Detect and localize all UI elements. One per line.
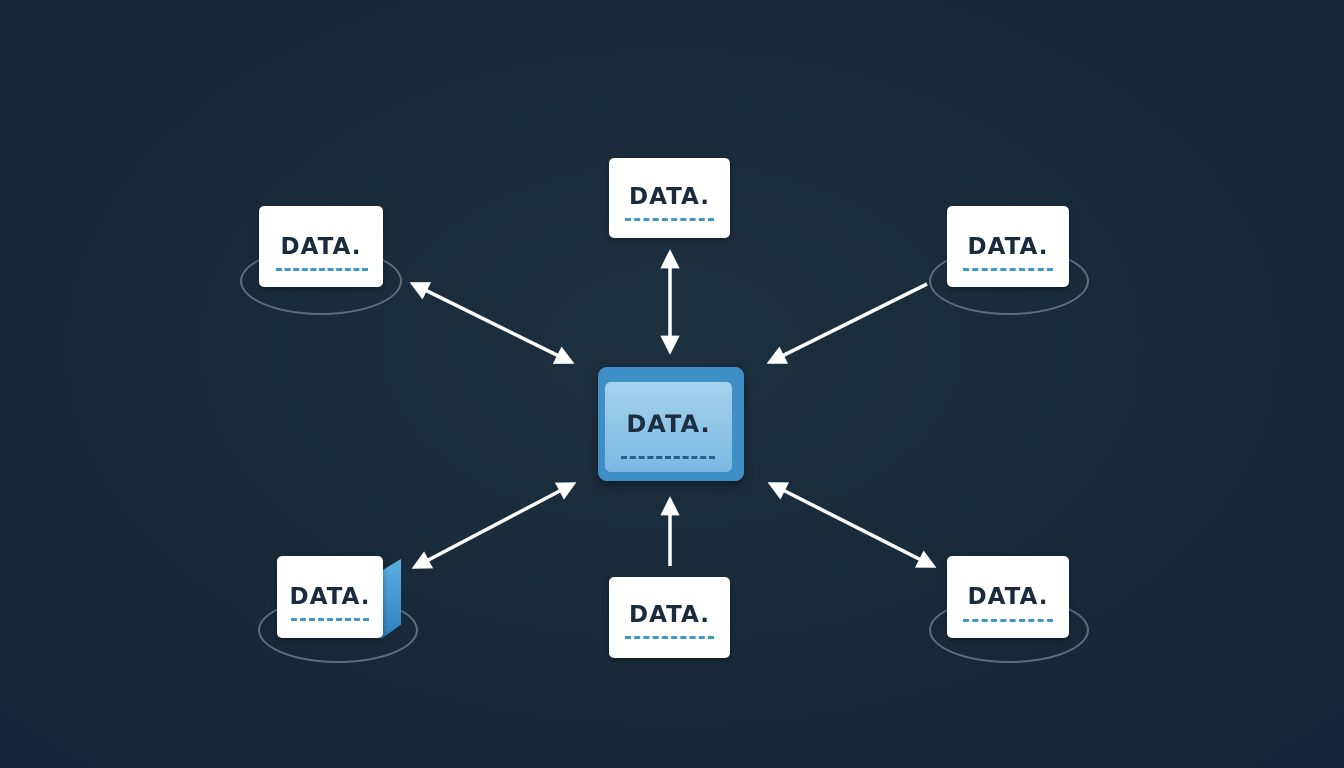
- hub-label: DATA.: [626, 410, 711, 438]
- node-top-right-dash-line: [963, 268, 1053, 271]
- node-top-left-label: DATA.: [280, 234, 362, 260]
- node-bottom-dash-line: [625, 636, 714, 639]
- node-top-dash-line: [625, 218, 714, 221]
- node-bottom-left-label: DATA.: [289, 584, 371, 610]
- node-top-right[interactable]: DATA.: [947, 206, 1069, 287]
- arrow-bottom-left-hub: [411, 482, 577, 569]
- node-bottom-right[interactable]: DATA.: [947, 556, 1069, 638]
- node-bottom[interactable]: DATA.: [609, 577, 730, 658]
- node-bottom-label: DATA.: [629, 602, 710, 628]
- node-top-left[interactable]: DATA.: [259, 206, 383, 287]
- node-bottom-right-dash-line: [963, 619, 1053, 622]
- node-top[interactable]: DATA.: [609, 158, 730, 238]
- arrow-top-left-hub: [409, 282, 575, 364]
- hub-dash-line: [621, 456, 715, 459]
- arrow-bottom-right-hub: [767, 482, 937, 568]
- node-bottom-right-label: DATA.: [967, 584, 1049, 610]
- hub-node-face[interactable]: DATA.: [605, 382, 732, 472]
- node-bottom-left-dash-line: [291, 618, 369, 621]
- node-bottom-left-side: [381, 559, 401, 639]
- arrow-top-right-hub: [766, 282, 928, 364]
- node-top-label: DATA.: [629, 184, 710, 210]
- node-bottom-left[interactable]: DATA.: [277, 556, 383, 638]
- node-top-right-label: DATA.: [967, 234, 1049, 260]
- node-top-left-dash-line: [276, 268, 368, 271]
